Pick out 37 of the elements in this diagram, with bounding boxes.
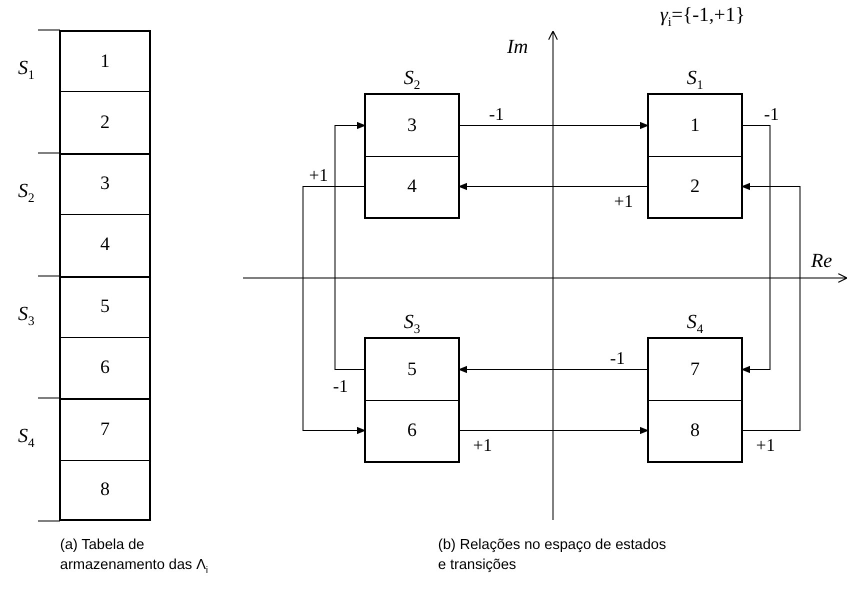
caption: (a) Tabela de armazenamento das Λ$_{i}$: [60, 536, 209, 576]
gamma-set-label: γ$_{i}$={-1,+1}: [660, 4, 745, 30]
state-label: S$_{2}$: [402, 67, 422, 93]
table-cell: 4: [366, 156, 458, 217]
arrow: [458, 426, 650, 434]
table-cell: 7: [649, 339, 741, 400]
table-cell: 8: [649, 400, 741, 461]
table-cell: 4: [59, 214, 151, 276]
group-label: S$_{4}$: [18, 425, 34, 451]
arrow: [740, 182, 800, 431]
arrow: [458, 182, 650, 190]
arrow: [334, 122, 366, 370]
arrow: [302, 186, 366, 434]
table-cell: 6: [59, 337, 151, 398]
caption: (b) Relações no espaço de estados e transições: [438, 536, 668, 575]
arrow: [740, 125, 770, 374]
table-cell: 8: [59, 460, 151, 522]
group-label: S$_{3}$: [18, 303, 34, 329]
state-label: S$_{4}$: [686, 311, 704, 337]
table-cell: 2: [59, 91, 151, 153]
table-cell: 7: [59, 398, 151, 460]
table-cell: 3: [59, 152, 151, 214]
table-cell: 5: [366, 339, 458, 400]
state-label: S$_{3}$: [402, 311, 422, 337]
axis-label: Im: [507, 36, 528, 59]
state-label: S$_{1}$: [686, 67, 704, 93]
table-cell: 1: [59, 30, 151, 92]
table-cell: 3: [366, 95, 458, 156]
arrow: [458, 122, 650, 130]
table-cell: 2: [649, 156, 741, 217]
table-cell: 1: [649, 95, 741, 156]
arrow: [458, 366, 650, 374]
table-cell: 5: [59, 276, 151, 337]
axis-label: Re: [811, 250, 832, 273]
group-label: S$_{1}$: [18, 57, 34, 83]
table-cell: 6: [366, 400, 458, 461]
group-label: S$_{2}$: [18, 180, 34, 206]
